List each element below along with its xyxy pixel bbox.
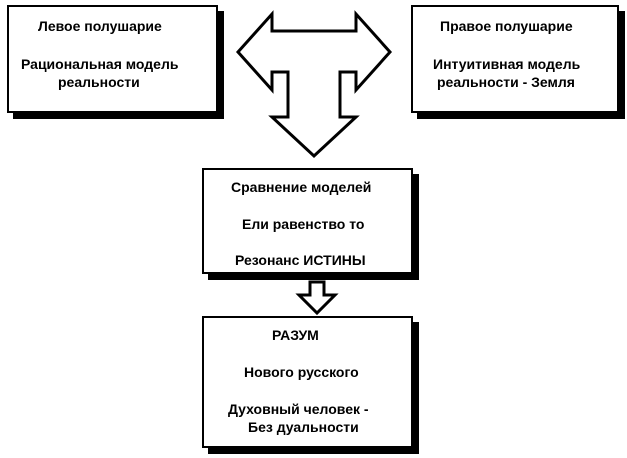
comparison-line1: Сравнение моделей — [231, 179, 372, 195]
mind-line1: РАЗУМ — [272, 327, 319, 343]
model-comparison-box: Сравнение моделей Ели равенство то Резон… — [202, 168, 413, 274]
left-hemisphere-box: Левое полушарие Рациональная модель реал… — [7, 5, 218, 113]
mind-box: РАЗУМ Нового русского Духовный человек -… — [202, 316, 413, 448]
mind-line4: Без дуальности — [248, 419, 359, 435]
right-hemisphere-box: Правое полушарие Интуитивная модель реал… — [411, 5, 619, 113]
left-hemisphere-title: Левое полушарие — [38, 18, 162, 34]
mind-line3: Духовный человек - — [228, 401, 369, 417]
comparison-line2: Ели равенство то — [242, 216, 365, 232]
right-hemisphere-line1: Интуитивная модель — [433, 56, 581, 72]
comparison-line3: Резонанс ИСТИНЫ — [235, 252, 366, 268]
left-hemisphere-line2: реальности — [58, 74, 140, 90]
right-hemisphere-line2: реальности - Земля — [437, 74, 575, 90]
right-hemisphere-title: Правое полушарие — [440, 18, 573, 34]
t-shaped-three-way-arrow — [235, 10, 393, 159]
down-arrow — [295, 280, 339, 316]
mind-line2: Нового русского — [244, 364, 359, 380]
left-hemisphere-line1: Рациональная модель — [21, 56, 179, 72]
